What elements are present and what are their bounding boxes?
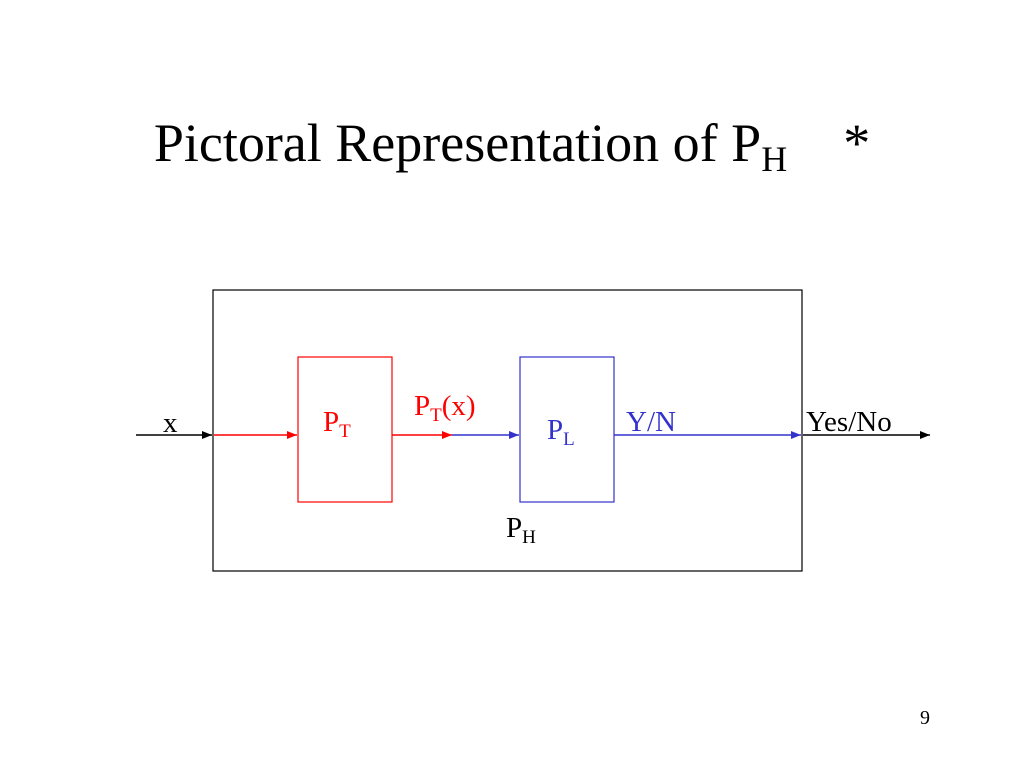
ph-container-label: PH xyxy=(506,511,536,555)
pl-block-label-subscript: L xyxy=(563,429,575,450)
slide-title: Pictoral Representation of PH * xyxy=(0,108,1024,194)
ph-container-label-subscript: H xyxy=(522,527,536,548)
pl-output-edge-label: Y/N xyxy=(626,406,676,438)
pl-block xyxy=(519,356,615,503)
pt-block xyxy=(297,356,393,503)
output-label: Yes/No xyxy=(806,406,892,438)
ph-container-box xyxy=(212,289,803,572)
slide-title-asterisk: * xyxy=(843,113,871,173)
slide-title-subscript: H xyxy=(761,139,788,179)
pt-block-label: PT xyxy=(323,405,351,449)
page-number: 9 xyxy=(920,707,930,729)
pt-output-edge-label: PT(x) xyxy=(414,389,476,433)
pt-block-label-base: P xyxy=(323,406,340,438)
pt-output-edge-label-subscript: T xyxy=(430,405,442,426)
pt-output-edge-label-base: P xyxy=(414,390,431,422)
pt-output-edge-label-suffix: (x) xyxy=(441,390,476,422)
slide-title-main: Pictoral Representation of P xyxy=(153,113,762,173)
ph-container-label-base: P xyxy=(506,512,523,544)
pl-block-label-base: P xyxy=(547,414,564,446)
pt-block-label-subscript: T xyxy=(339,421,351,442)
input-label: x xyxy=(163,407,178,439)
pl-block-label: PL xyxy=(547,413,575,457)
